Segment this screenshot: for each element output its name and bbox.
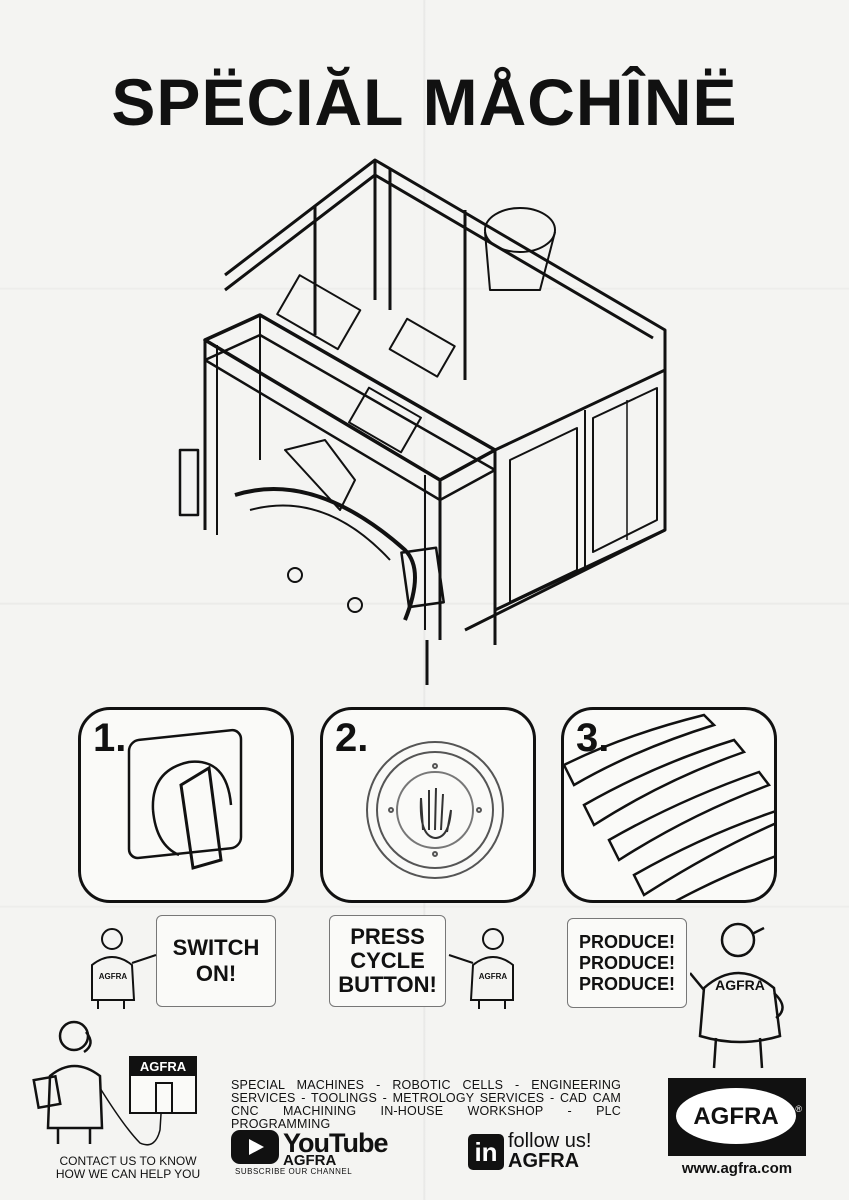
svg-text:AGFRA: AGFRA <box>479 972 508 981</box>
machine-illustration <box>178 158 667 685</box>
services-text: SPECIAL MACHINES - ROBOTIC CELLS - ENGIN… <box>231 1078 621 1131</box>
step-1-panel: 1. <box>78 707 294 903</box>
agfra-logo: AGFRA ® <box>668 1078 806 1156</box>
step-2-number: 2. <box>335 716 369 760</box>
svg-text:AGFRA: AGFRA <box>715 977 765 993</box>
palm-button-icon <box>366 741 504 879</box>
step-1-number: 1. <box>93 716 127 760</box>
contact-text: CONTACT US TO KNOW HOW WE CAN HELP YOU <box>55 1154 201 1181</box>
shop-sign: AGFRA <box>131 1058 195 1076</box>
linkedin-follow: follow us! <box>508 1130 592 1152</box>
mascot-figure-middle: AGFRA <box>448 928 514 1009</box>
mascot-figure-left: AGFRA <box>91 928 157 1009</box>
logo-text: AGFRA <box>693 1103 779 1130</box>
youtube-play-icon <box>231 1130 279 1164</box>
step-3-panel: 3. <box>561 707 777 903</box>
shop-door <box>155 1082 173 1112</box>
produced-parts-icon <box>564 713 774 900</box>
youtube-brand: AGFRA <box>283 1152 337 1169</box>
step-2-panel: 2. <box>320 707 536 903</box>
svg-text:AGFRA: AGFRA <box>99 972 128 981</box>
mascot-figure-right: AGFRA <box>690 922 784 1069</box>
linkedin-link[interactable]: in follow us! AGFRA <box>468 1130 628 1174</box>
logo-oval: AGFRA <box>676 1088 796 1144</box>
phone-mascot <box>32 1020 163 1146</box>
shop-icon: AGFRA <box>129 1056 197 1114</box>
logo-registered: ® <box>795 1104 802 1114</box>
linkedin-brand: AGFRA <box>508 1150 580 1172</box>
step-3-caption: PRODUCE!PRODUCE!PRODUCE! <box>567 918 687 1008</box>
page-title: SPËCIĂL MÅCHÎNË <box>111 65 738 139</box>
youtube-subscribe: SUBSCRIBE OUR CHANNEL <box>235 1167 353 1176</box>
youtube-wordmark: YouTube <box>283 1128 388 1158</box>
youtube-link[interactable]: YouTube AGFRA SUBSCRIBE OUR CHANNEL <box>231 1128 388 1178</box>
website-link[interactable]: www.agfra.com <box>681 1160 793 1177</box>
linkedin-icon: in <box>468 1134 504 1170</box>
rotary-switch-icon <box>127 728 243 870</box>
